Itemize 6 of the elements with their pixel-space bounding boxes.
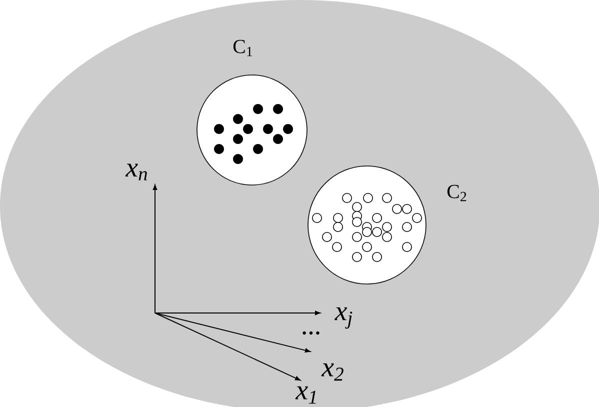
axis-label: x$_{1}$ (295, 386, 316, 404)
axis-label: x$_{n}$ (125, 164, 148, 180)
cluster-label: C$_{1}$ (233, 40, 252, 56)
cluster-label: C$_{2}$ (447, 184, 466, 202)
ellipsis-mark: … (302, 331, 320, 335)
axis-label: x$_{2}$ (321, 363, 344, 381)
